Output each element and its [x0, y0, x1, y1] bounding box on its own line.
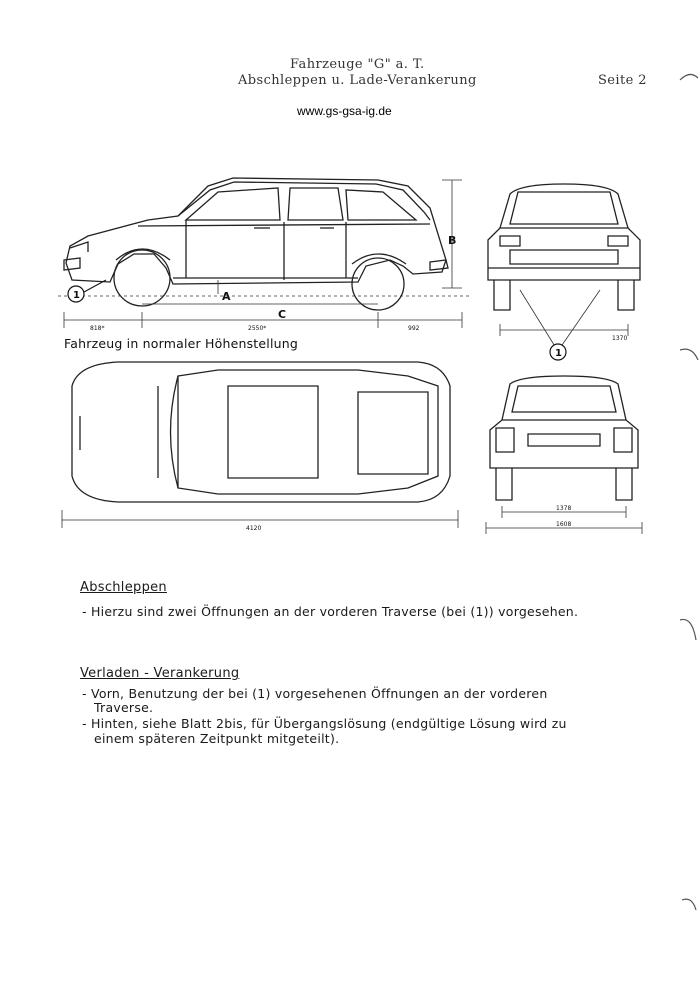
binder-hole-marks [679, 73, 699, 911]
dim-front-overhang: 818* [90, 325, 104, 332]
dim-track-front: 1378 [556, 505, 571, 512]
section-text-line: - Vorn, Benutzung der bei (1) vorgesehen… [82, 686, 548, 701]
section-heading-abschleppen: Abschleppen [80, 580, 167, 595]
figure-caption: Fahrzeug in normaler Höhenstellung [64, 336, 299, 351]
document-title: Fahrzeuge "G" a. T. [290, 57, 425, 72]
callout-1-side: 1 [73, 290, 80, 301]
section-text-line: - Hinten, siehe Blatt 2bis, für Übergang… [82, 716, 567, 731]
front-view-drawing: 1370 1 [487, 183, 641, 361]
callout-1-front: 1 [555, 348, 562, 359]
rear-view-drawing: 1378 1608 [485, 375, 643, 534]
top-view-drawing: 4120 [61, 361, 459, 532]
website-url: www.gs-gsa-ig.de [297, 104, 392, 118]
section-text-line: einem späteren Zeitpunkt mitgeteilt). [94, 731, 340, 746]
label-b: B [448, 234, 456, 247]
dim-rear-overhang: 992 [408, 325, 420, 332]
label-c: C [278, 308, 286, 321]
label-a: A [222, 290, 231, 303]
section-text-line: - Hierzu sind zwei Öffnungen an der vord… [82, 604, 579, 619]
dim-overall-width: 1608 [556, 521, 571, 528]
page-number: Seite 2 [598, 73, 647, 88]
dim-wheelbase: 2550* [248, 325, 266, 332]
document-subtitle: Abschleppen u. Lade-Verankerung [238, 73, 477, 88]
dim-rear-track: 1370 [612, 335, 627, 342]
section-heading-verladen: Verladen - Verankerung [80, 666, 240, 681]
section-text-line: Traverse. [94, 700, 154, 715]
dim-overall-length: 4120 [246, 525, 261, 532]
side-view-drawing: A B C 818* 2550* 992 1 [58, 177, 470, 332]
